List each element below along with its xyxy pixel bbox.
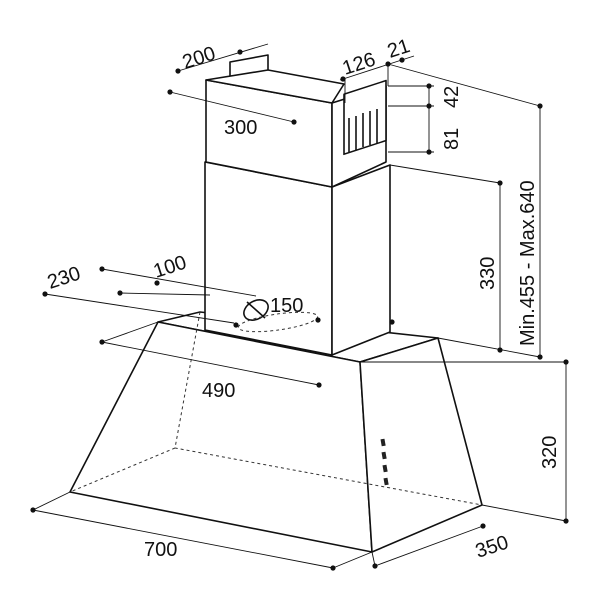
label-vent-height: 81 xyxy=(441,128,463,150)
label-outlet-diameter: 150 xyxy=(270,295,303,317)
hood-front-face xyxy=(69,321,373,553)
dimension-lines xyxy=(30,43,569,571)
label-vent-top: 42 xyxy=(441,86,463,108)
label-chimney-range: Min.455 - Max.640 xyxy=(517,180,539,346)
label-chimney-width: 300 xyxy=(224,117,257,139)
label-hood-width: 700 xyxy=(144,539,177,561)
vent-grille xyxy=(343,79,387,156)
label-bracket-offset: 21 xyxy=(385,35,413,63)
chimney-lower-side xyxy=(331,164,391,356)
label-bracket-depth: 126 xyxy=(340,49,379,80)
label-hood-depth: 350 xyxy=(473,532,512,563)
dimension-labels: 200 300 126 21 42 81 330 Min.455 - Max.6… xyxy=(45,35,561,563)
label-hood-height: 320 xyxy=(539,436,561,469)
air-outlet xyxy=(237,299,319,333)
chimney-upper-top xyxy=(205,69,345,104)
label-chimney-width-top: 200 xyxy=(180,43,219,74)
hood-body xyxy=(69,311,483,553)
label-outlet-offset: 100 xyxy=(151,252,190,283)
hood-side-face xyxy=(359,337,483,553)
label-outlet-depth: 230 xyxy=(45,263,84,294)
chimney-upper xyxy=(205,54,387,188)
chimney-lower xyxy=(204,154,391,356)
control-buttons xyxy=(380,438,389,486)
label-chimney-lower: 330 xyxy=(477,257,499,290)
label-top-width: 490 xyxy=(202,380,235,402)
chimney-lower-front xyxy=(204,161,333,356)
